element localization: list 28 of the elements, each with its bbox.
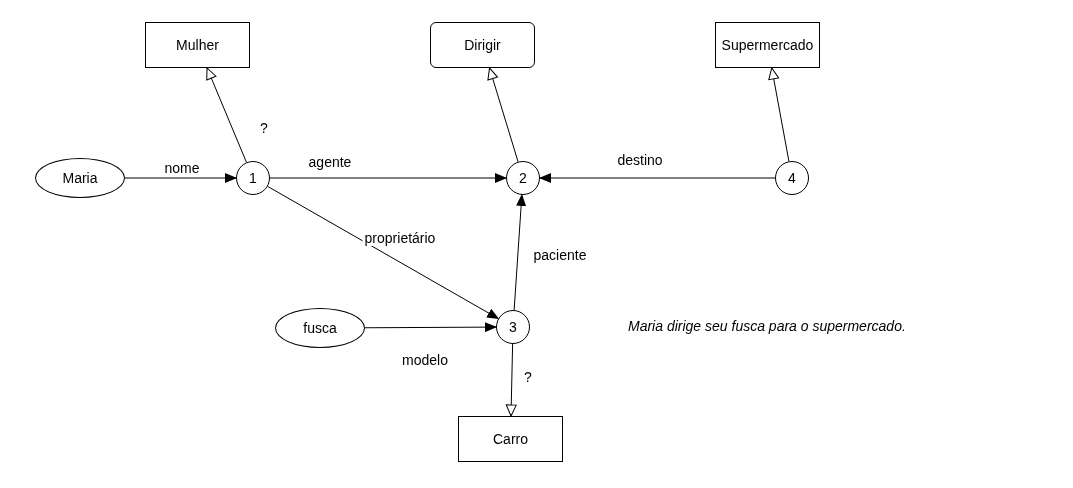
concept-box: Carro [458, 416, 563, 462]
edge-label: proprietário [362, 230, 438, 246]
arrow [269, 173, 507, 183]
concept-circle: 2 [506, 161, 540, 195]
arrow [487, 67, 519, 163]
concept-circle: 1 [236, 161, 270, 195]
sentence-note: Maria dirige seu fusca para o supermercado. [628, 318, 906, 334]
concept-circle: 3 [496, 310, 530, 344]
concept-box: Mulher [145, 22, 250, 68]
concept-ellipse: fusca [275, 308, 365, 348]
edge-label: ? [258, 120, 270, 136]
concept-ellipse: Maria [35, 158, 125, 198]
arrow [124, 173, 237, 183]
edge-label: ? [522, 369, 534, 385]
edge-label: agente [306, 154, 354, 170]
edge-label: paciente [531, 247, 589, 263]
concept-circle: 4 [775, 161, 809, 195]
arrow [513, 193, 527, 311]
arrow [505, 343, 517, 417]
arrow [267, 185, 500, 320]
arrow [539, 173, 776, 183]
concept-box: Supermercado [715, 22, 820, 68]
arrow [206, 67, 247, 163]
edge-label: destino [615, 152, 665, 168]
concept-box: Dirigir [430, 22, 535, 68]
arrow [364, 322, 497, 333]
arrow [768, 67, 790, 162]
edge-label: modelo [400, 352, 450, 368]
